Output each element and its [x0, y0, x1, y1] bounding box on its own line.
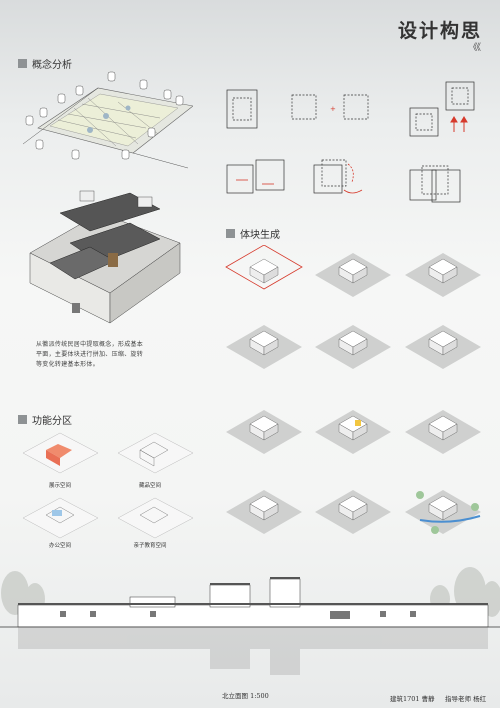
massing-row-4 [226, 490, 481, 534]
section-square-icon [18, 415, 27, 424]
function-label-education: 亲子教育空间 [133, 543, 167, 549]
massing-row-3 [226, 410, 481, 454]
section-title: 概念分析 [32, 60, 72, 71]
credit-advisor: 指导老师 杨红 [445, 695, 487, 703]
function-zoning-diagrams [22, 432, 194, 539]
transformation-diagrams: + [226, 81, 475, 203]
function-label-exhibition: 展示空间 [48, 483, 71, 489]
massing-row-2 [226, 325, 481, 369]
north-elevation [0, 567, 500, 675]
svg-text:+: + [330, 105, 336, 113]
credit-student: 建筑1701 曹静 [390, 695, 435, 703]
concept-plan-diagram [22, 71, 193, 169]
chevron-decoration: 《《 [468, 43, 480, 53]
section-heading-function: 功能分区 [18, 412, 72, 427]
house-axonometric [29, 190, 181, 324]
section-heading-massing: 体块生成 [226, 226, 280, 241]
section-title: 功能分区 [32, 416, 72, 427]
massing-row-1 [225, 245, 481, 297]
function-label-office: 办公空间 [48, 543, 71, 549]
page-title: 设计构思 [397, 20, 482, 42]
elevation-label: 北立面图 1:500 [222, 692, 269, 700]
section-title: 体块生成 [240, 230, 280, 241]
function-label-collection: 藏品空间 [138, 483, 161, 489]
section-square-icon [226, 229, 235, 238]
concept-description: 从徽派传统民居中提取概念，形成基本平面，主要体块进行拼加、压缩、旋转等变化转建基… [36, 341, 144, 368]
section-heading-concept: 概念分析 [18, 56, 72, 71]
massing-steps [225, 245, 481, 534]
section-square-icon [18, 59, 27, 68]
